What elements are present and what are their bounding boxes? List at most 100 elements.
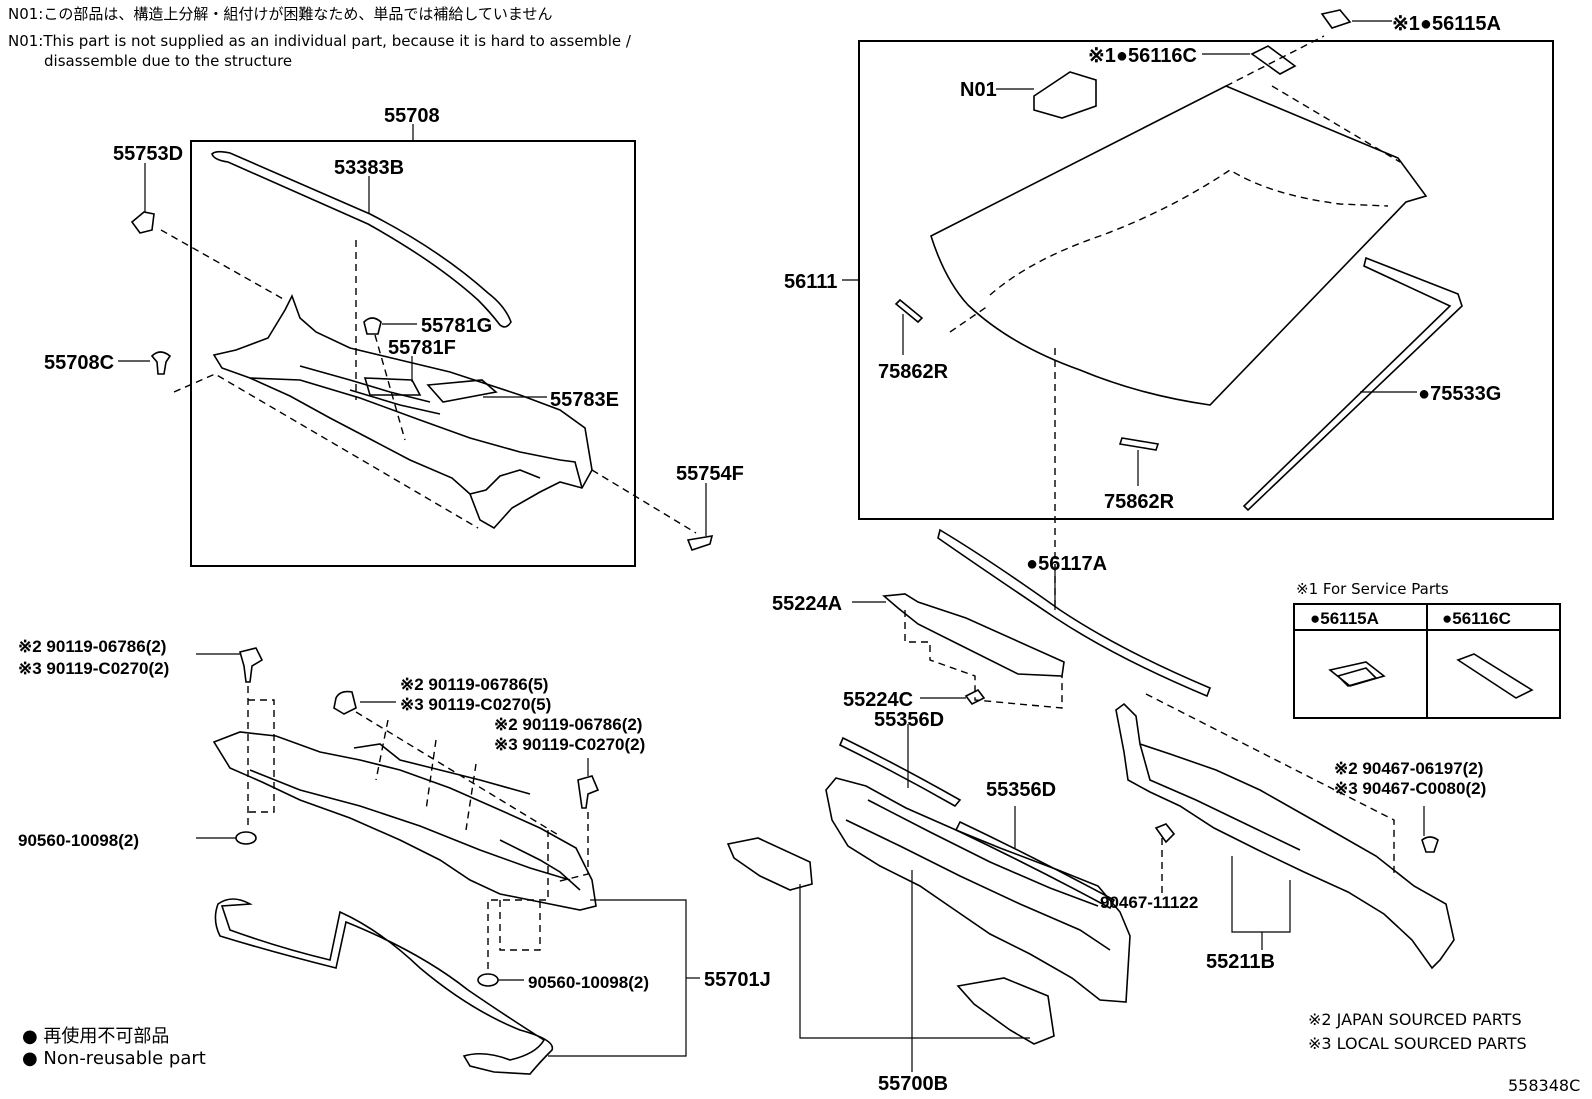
guide-bolt-2-drops: [375, 719, 477, 831]
cowl-louver-end: [559, 459, 583, 489]
grommet-1: [235, 831, 257, 845]
label-bolt1-jp: ※2 90119-06786(2): [18, 637, 166, 656]
label-55781G: 55781G: [421, 315, 492, 337]
cowl-lower-ridge: [249, 769, 571, 881]
legend-nonreusable-en: ● Non-reusable part: [22, 1048, 206, 1069]
label-75862R-b: 75862R: [1104, 491, 1175, 513]
bolt-3: [577, 775, 600, 809]
seal-55783E: [426, 379, 498, 403]
leader-55211B-bracket: [1231, 856, 1291, 933]
seal-55781F: [363, 377, 422, 396]
cowl-side-ridge: [1139, 743, 1301, 851]
seal-55356D-a: [838, 736, 962, 808]
clip-56115A: [1320, 9, 1352, 29]
illustration-number: 558348C: [1508, 1076, 1581, 1095]
note-n01-english-1: N01:This part is not supplied as an indi…: [8, 32, 631, 50]
guide-bolt-1-box: [248, 699, 275, 813]
label-bolt1-local: ※3 90119-C0270(2): [18, 659, 169, 678]
dam-75533G: [1242, 256, 1463, 512]
drain-hose: [214, 898, 554, 1075]
label-clip-jp: ※2 90467-06197(2): [1334, 759, 1483, 778]
clip-55708C: [150, 351, 172, 375]
label-56111: 56111: [784, 271, 837, 293]
cowl-louver-body: [212, 293, 593, 530]
guide-55708C: [173, 373, 479, 529]
label-55224C: 55224C: [843, 689, 913, 711]
service-col-56116C: ●56116C: [1442, 609, 1511, 628]
pad-55754F: [686, 535, 714, 551]
service-part-56115A-image: [1328, 661, 1386, 687]
pad-56116C: [1250, 45, 1297, 75]
weatherstrip-56117A: [937, 528, 1212, 698]
cowl-side-55211B: [1115, 702, 1455, 970]
label-55356D-b: 55356D: [986, 779, 1056, 801]
guide-55754F: [591, 469, 697, 534]
grommet-2: [477, 973, 499, 987]
label-bolt2-jp: ※2 90119-06786(5): [400, 675, 548, 694]
label-N01: N01: [960, 79, 997, 101]
side-bracket-right: [956, 977, 1055, 1045]
label-bolt2-local: ※3 90119-C0270(5): [400, 695, 551, 714]
guide-55753D: [160, 229, 286, 301]
side-bracket-left: [726, 837, 813, 891]
guide-grommet-2-box: [499, 900, 541, 951]
cowl-panel-ridge-2: [867, 799, 1099, 907]
spacer-75862R-b: [1118, 437, 1160, 451]
label-grommet-2: 90560-10098(2): [528, 973, 649, 992]
label-55701J: 55701J: [704, 969, 771, 991]
label-clip-local: ※3 90467-C0080(2): [1334, 779, 1486, 798]
cowl-louver-slots-2: [349, 389, 441, 415]
clip-90467-06197: [1421, 836, 1439, 853]
service-col-56115A: ●56115A: [1310, 609, 1379, 628]
assembly-box-56111: [858, 40, 1554, 520]
legend-nonreusable-jp: ● 再使用不可部品: [22, 1026, 170, 1047]
label-75862R-a: 75862R: [878, 361, 949, 383]
label-75533G: ●75533G: [1418, 383, 1501, 405]
cowl-panel-55700B: [825, 777, 1131, 1003]
label-55211B: 55211B: [1206, 951, 1275, 973]
cowl-lower-55701J: [212, 731, 597, 911]
clip-90467-11122: [1154, 823, 1176, 844]
cowl-louver-ridge: [249, 377, 561, 461]
guide-grommet-2: [487, 830, 549, 970]
seal-55356D-b: [954, 820, 1116, 910]
cowl-lower-motor-area: [499, 839, 581, 891]
label-55783E: 55783E: [550, 389, 619, 411]
bolt-2: [333, 690, 357, 715]
label-53383B: 53383B: [334, 157, 404, 179]
guide-75862R-a: [949, 305, 989, 333]
cowl-panel-ridge: [845, 819, 1111, 951]
label-55781F: 55781F: [388, 337, 456, 359]
label-56117A: ●56117A: [1026, 553, 1107, 575]
guide-bolt-2: [355, 711, 561, 837]
nut-55224C: [964, 688, 986, 706]
label-55224A: 55224A: [772, 593, 842, 615]
cowl-louver-slots: [299, 365, 431, 403]
guide-55781G: [374, 334, 406, 441]
service-parts-title: ※1 For Service Parts: [1296, 580, 1449, 598]
guide-bolt-3: [555, 812, 589, 883]
cap-55781G: [363, 317, 382, 335]
cowl-louver-duct: [469, 469, 541, 495]
label-bolt3-jp: ※2 90119-06786(2): [494, 715, 642, 734]
windshield-frit-line: [989, 169, 1389, 296]
clip-55753D: [130, 211, 155, 234]
note-n01-english-2: disassemble due to the structure: [44, 52, 293, 70]
guide-56115A: [1225, 35, 1325, 87]
label-55356D-a: 55356D: [874, 709, 944, 731]
label-56115A: ※1●56115A: [1392, 13, 1501, 35]
guide-55211B: [1145, 693, 1395, 878]
service-part-56116C-image: [1456, 653, 1534, 699]
seal-strip-53383B: [211, 150, 512, 328]
label-90467-11122: 90467-11122: [1100, 893, 1198, 912]
note-n01-japanese: N01:この部品は、構造上分解・組付けが困難なため、単品では補給していません: [8, 5, 553, 23]
local-sourced-note: ※3 LOCAL SOURCED PARTS: [1308, 1034, 1527, 1053]
label-grommet-1: 90560-10098(2): [18, 831, 139, 850]
spacer-75862R-a: [894, 298, 924, 324]
windshield-glass: [930, 85, 1428, 406]
guide-56116C: [1271, 85, 1401, 163]
cowl-lower-ridge-2: [353, 743, 531, 795]
label-bolt3-local: ※3 90119-C0270(2): [494, 735, 645, 754]
label-55708C: 55708C: [44, 352, 114, 374]
